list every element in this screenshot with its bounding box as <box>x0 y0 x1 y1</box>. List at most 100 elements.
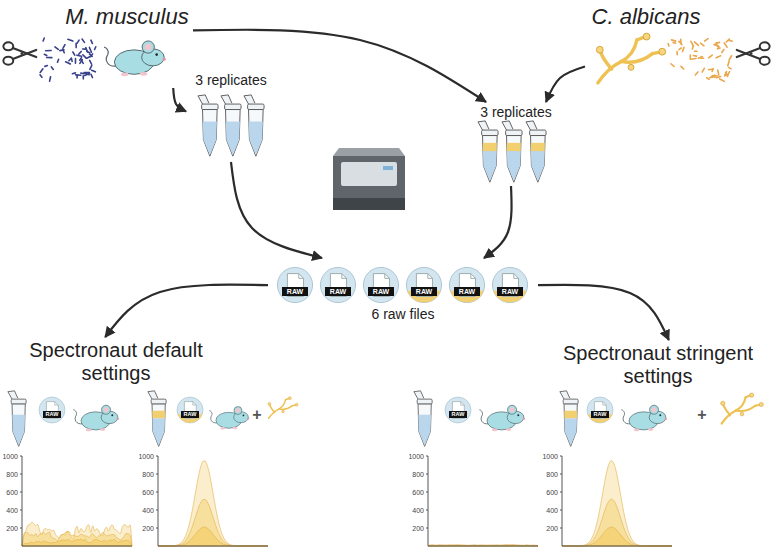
protein-fragment <box>72 72 75 74</box>
protein-fragment <box>89 54 92 56</box>
axis-tick <box>426 474 428 475</box>
flow-arrow <box>546 67 585 103</box>
axis-tick <box>156 474 158 475</box>
mouse-sample <box>3 38 165 81</box>
protein-fragment <box>694 42 698 46</box>
protein-fragment <box>712 76 715 78</box>
candida-icon <box>596 33 665 83</box>
flow-arrow <box>484 186 512 258</box>
protein-fragment <box>58 59 59 62</box>
caption: 6 raw files <box>268 306 538 322</box>
tube-icon <box>244 95 264 156</box>
mass-spectrometer <box>341 162 397 186</box>
species-label: C. albicans <box>585 2 707 88</box>
protein-fragment <box>77 55 82 56</box>
axis-tick <box>20 456 22 457</box>
protein-fragment <box>81 59 83 63</box>
replicate-group: 3 replicates <box>186 70 276 162</box>
axis-tick <box>560 456 562 457</box>
protein-fragment <box>672 40 676 41</box>
axis-tick <box>560 492 562 493</box>
axis-tick <box>426 528 428 529</box>
protein-fragment <box>702 68 704 72</box>
axis-tick-label: 1000 <box>402 452 424 461</box>
protein-fragment <box>667 44 669 46</box>
file-tag: RAW <box>449 411 467 418</box>
axis-tick-label: 600 <box>0 488 18 497</box>
protein-fragment <box>63 49 65 52</box>
axis-tick-label: 1000 <box>536 452 558 461</box>
file-tag: RAW <box>411 287 437 296</box>
file-tag: RAW <box>282 287 308 296</box>
raw-files-group: RAWRAWRAWRAWRAWRAW6 raw files <box>268 258 538 326</box>
protein-fragment <box>712 76 715 77</box>
raw-file-icon <box>277 267 312 302</box>
flow-arrow <box>231 162 322 258</box>
mouse-icon <box>73 405 119 431</box>
axis-tick-label: 600 <box>536 488 558 497</box>
protein-fragment <box>724 43 727 47</box>
axis-tick <box>560 510 562 511</box>
raw-file-icon <box>445 397 471 423</box>
protein-fragment <box>91 40 92 43</box>
axis-tick <box>426 492 428 493</box>
chromatogram <box>426 456 538 546</box>
raw-file-icon <box>492 267 527 302</box>
protein-fragment <box>49 77 52 81</box>
species-name: C. albicans <box>592 4 701 29</box>
protein-fragment <box>726 73 728 77</box>
protein-fragment <box>91 74 92 77</box>
protein-fragment <box>691 58 696 60</box>
species-label: M. musculus <box>61 2 193 88</box>
protein-fragment <box>89 47 91 52</box>
candida-icon <box>268 397 298 419</box>
protein-fragments <box>668 39 732 82</box>
protein-fragment <box>681 66 684 69</box>
protein-fragment <box>82 39 84 42</box>
intensity-area <box>22 532 132 546</box>
tube-icon <box>560 391 578 447</box>
file-tag: RAW <box>454 287 480 296</box>
protein-fragment <box>729 40 732 42</box>
group-heading: 3 replicates <box>195 72 267 88</box>
protein-fragment <box>722 49 724 52</box>
file-tag: RAW <box>368 287 394 296</box>
protein-fragment <box>717 47 720 49</box>
protein-fragment <box>711 69 713 72</box>
axis-tick <box>156 510 158 511</box>
flow-arrow <box>105 285 268 337</box>
protein-fragment <box>716 42 720 43</box>
protein-fragment <box>701 43 704 46</box>
protein-fragment <box>79 51 81 54</box>
mass-spectrometer <box>383 166 393 170</box>
protein-fragment <box>68 39 73 41</box>
axis-tick-label: 400 <box>536 506 558 515</box>
axis-tick-label: 1000 <box>0 452 18 461</box>
flow-arrow <box>193 30 486 102</box>
chromatogram <box>156 456 268 546</box>
tube-icon <box>414 391 432 447</box>
intensity-area <box>22 539 132 546</box>
plus-sign: + <box>695 406 709 424</box>
tube-icon <box>526 121 546 182</box>
protein-fragment <box>729 56 732 60</box>
intensity-area <box>158 499 268 546</box>
mouse-icon <box>209 407 249 430</box>
protein-fragment <box>698 57 702 59</box>
protein-fragment <box>710 75 715 78</box>
protein-fragment <box>693 55 696 57</box>
axis-tick <box>20 510 22 511</box>
protein-fragment <box>69 58 72 60</box>
chromatogram-charts <box>20 456 672 546</box>
protein-fragment <box>714 44 719 46</box>
axis-tick <box>560 474 562 475</box>
axis-tick-label: 400 <box>402 506 424 515</box>
raw-file-icon <box>406 267 441 302</box>
protein-fragment <box>47 57 52 59</box>
protein-fragment <box>43 38 44 41</box>
intensity-area <box>158 461 268 546</box>
axis-tick-label: 200 <box>402 524 424 533</box>
protein-fragment <box>85 74 90 76</box>
chart-axis <box>562 456 672 546</box>
